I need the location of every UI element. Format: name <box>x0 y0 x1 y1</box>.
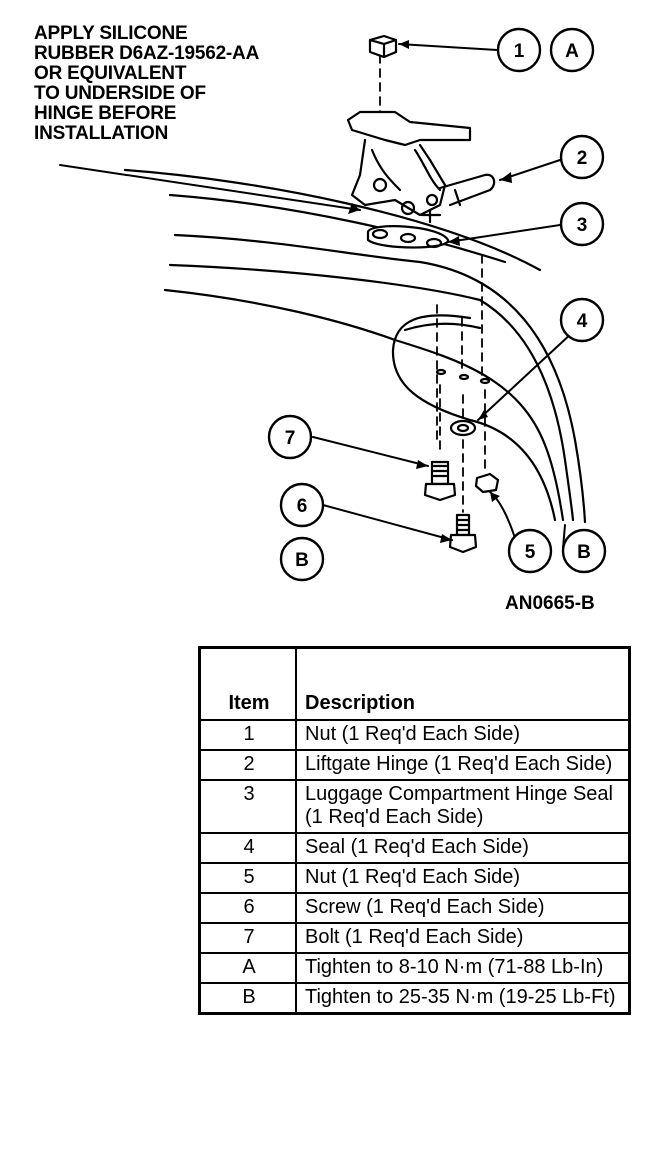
callout-a: A <box>565 41 579 62</box>
column-header-item: Item <box>198 646 297 721</box>
description-cell: Screw (1 Req'd Each Side) <box>295 892 631 924</box>
silicone-note: APPLY SILICONE RUBBER D6AZ-19562-AA OR E… <box>34 23 260 144</box>
item-cell: A <box>198 952 297 984</box>
item-cell: 5 <box>198 862 297 894</box>
description-cell: Bolt (1 Req'd Each Side) <box>295 922 631 954</box>
body-panel-curve <box>163 288 397 342</box>
item-cell: B <box>198 982 297 1015</box>
callout-b-left: B <box>295 550 309 571</box>
body-panel-curve <box>168 193 507 264</box>
description-cell: Seal (1 Req'd Each Side) <box>295 832 631 864</box>
callout-1: 1 <box>514 41 525 62</box>
callout-7: 7 <box>285 428 296 449</box>
item-cell: 6 <box>198 892 297 924</box>
item-cell: 1 <box>198 719 297 751</box>
body-panel-curve <box>173 233 422 264</box>
callout-2: 2 <box>577 148 588 169</box>
item-cell: 4 <box>198 832 297 864</box>
item-cell: 7 <box>198 922 297 954</box>
description-cell: Nut (1 Req'd Each Side) <box>295 862 631 894</box>
item-cell: 2 <box>198 749 297 781</box>
description-cell: Luggage Compartment Hinge Seal (1 Req'd … <box>295 779 631 834</box>
exploded-view-diagram: 1 A 2 3 4 7 6 B 5 B <box>59 27 607 582</box>
compartment-edge <box>478 298 575 522</box>
nut-5 <box>474 472 500 494</box>
hinge-pocket <box>391 314 557 522</box>
table-header-row: Item Description <box>198 646 631 721</box>
description-cell: Liftgate Hinge (1 Req'd Each Side) <box>295 749 631 781</box>
compartment-edge <box>418 260 587 524</box>
body-panel-curve <box>123 168 542 272</box>
nut-1 <box>368 34 398 59</box>
column-header-description: Description <box>295 646 631 721</box>
callout-4: 4 <box>577 311 588 332</box>
callout-6: 6 <box>297 496 308 517</box>
seal-washer <box>449 419 477 437</box>
bolt-7 <box>423 460 457 502</box>
hinge-pocket <box>403 322 482 332</box>
screw-6 <box>448 513 478 554</box>
body-panel-curve <box>168 263 482 302</box>
callout-3: 3 <box>577 215 588 236</box>
compartment-edge <box>393 338 565 522</box>
figure-id: AN0665-B <box>505 593 595 614</box>
hinge-seal <box>366 225 450 249</box>
description-cell: Tighten to 25-35 N·m (19-25 Lb-Ft) <box>295 982 631 1015</box>
description-cell: Tighten to 8-10 N·m (71-88 Lb-In) <box>295 952 631 984</box>
callout-b-right: B <box>577 542 591 563</box>
callout-5: 5 <box>525 542 536 563</box>
description-cell: Nut (1 Req'd Each Side) <box>295 719 631 751</box>
item-cell: 3 <box>198 779 297 834</box>
liftgate-hinge <box>346 110 496 224</box>
